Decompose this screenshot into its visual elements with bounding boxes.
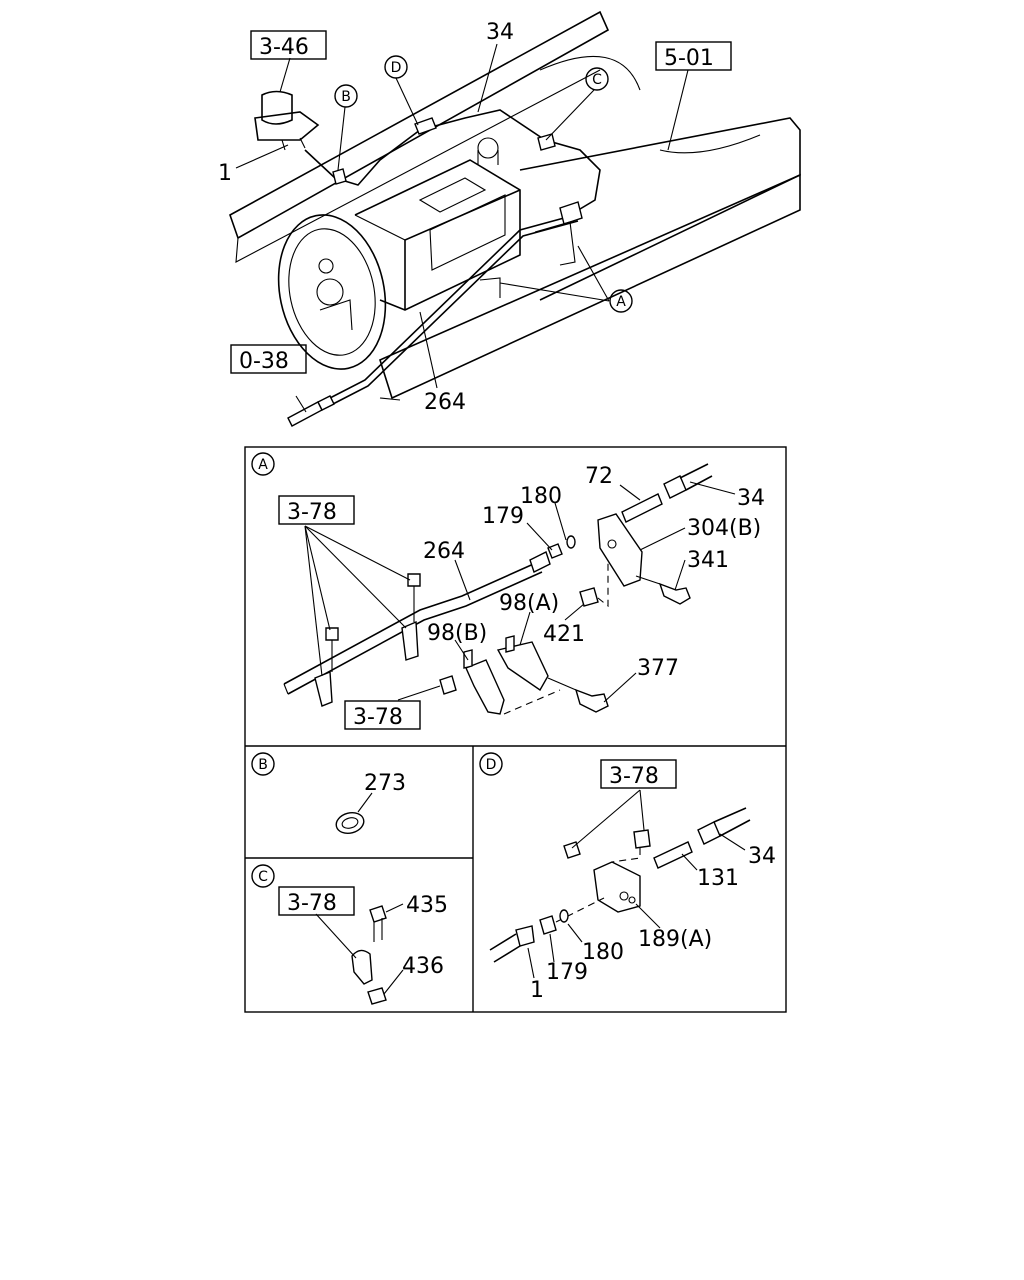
part-435-label: 435 [406, 893, 448, 918]
nut-436 [367, 987, 387, 1005]
detail-c-ref-box[interactable] [278, 886, 355, 916]
detail-a-ref-box-top[interactable] [278, 495, 355, 525]
detail-a-ref-box-bottom[interactable] [344, 700, 421, 730]
detail-frame [244, 446, 787, 1013]
nut-179 [547, 543, 563, 559]
bracket-98a [496, 641, 549, 692]
part-304b-label: 304(B) [687, 516, 761, 541]
nut-bottom [439, 675, 457, 695]
detail-d-ref-label[interactable]: 3-78 [609, 764, 659, 789]
pipe-clip [314, 670, 333, 707]
ref-label-3-46[interactable]: 3-46 [259, 35, 309, 60]
part-189a-label: 189(A) [638, 927, 712, 952]
pipe-clip [351, 949, 373, 985]
connector-72 [621, 493, 663, 523]
detail-c-marker [251, 864, 275, 888]
bolt-377 [574, 688, 609, 713]
detail-b: B 273 [251, 752, 406, 835]
bracket-nut [563, 841, 581, 859]
callout-c-label: C [592, 72, 602, 88]
callout-a-label: A [616, 294, 626, 310]
part-34-label: 34 [737, 486, 765, 511]
ref-box-3-46[interactable] [250, 30, 327, 60]
detail-c-title: C [258, 869, 268, 885]
part-131-label: 131 [697, 866, 739, 891]
fitting-1 [515, 925, 535, 947]
part-1-label: 1 [530, 978, 544, 1003]
callout-a-circle [609, 289, 633, 313]
overview-leaders [235, 43, 689, 413]
detail-a-title: A [258, 457, 268, 473]
part-273-label: 273 [364, 771, 406, 796]
part-377-label: 377 [637, 656, 679, 681]
callout-b-circle [334, 84, 358, 108]
ref-label-0-38[interactable]: 0-38 [239, 349, 289, 374]
part-179-label: 179 [546, 960, 588, 985]
part-436-label: 436 [402, 954, 444, 979]
detail-d: D 3-78 34 131 189(A) [479, 752, 776, 1003]
part-72-label: 72 [585, 464, 613, 489]
grommet-273 [335, 811, 365, 835]
detail-a: A [251, 452, 765, 730]
pipe-clip [401, 620, 419, 661]
bracket-98b [465, 659, 505, 715]
part-180-label: 180 [582, 940, 624, 965]
part-179-label: 179 [482, 504, 524, 529]
ref-label-5-01[interactable]: 5-01 [664, 46, 714, 71]
detail-d-ref-box[interactable] [600, 759, 677, 789]
detail-d-marker [479, 752, 503, 776]
clip-bolt [407, 573, 421, 587]
clip-bolt [325, 627, 339, 641]
part-341-label: 341 [687, 548, 729, 573]
ref-box-0-38[interactable] [230, 344, 307, 374]
bracket-bolt [633, 829, 651, 849]
pipe-34-nut [697, 821, 721, 845]
nut-421 [579, 587, 599, 607]
detail-c-ref-label[interactable]: 3-78 [287, 891, 337, 916]
bolt-341 [658, 582, 691, 605]
part-98a-label: 98(A) [499, 591, 559, 616]
callout-c-circle [585, 67, 609, 91]
part-98b-label: 98(B) [427, 621, 487, 646]
pipe-end-fitting [529, 551, 551, 573]
detail-c: C 3-78 435 436 [251, 864, 448, 1005]
callout-b-label: B [341, 89, 351, 105]
bracket-189a [593, 861, 641, 913]
ref-box-5-01[interactable] [655, 41, 732, 71]
bolt-435 [369, 905, 387, 923]
detail-d-title: D [486, 757, 497, 773]
detail-a-ref-label-top[interactable]: 3-78 [287, 500, 337, 525]
part-34-label: 34 [486, 20, 514, 45]
connector-131 [653, 841, 693, 869]
part-264-label: 264 [424, 390, 466, 415]
washer-180 [566, 535, 576, 549]
washer-180 [559, 909, 569, 923]
callout-d-circle [384, 55, 408, 79]
pipe-264 [283, 561, 539, 685]
detail-a-ref-label-bottom[interactable]: 3-78 [353, 705, 403, 730]
nut-179 [539, 915, 557, 935]
part-1-label: 1 [218, 161, 232, 186]
callout-d-label: D [391, 60, 402, 76]
detail-b-title: B [258, 757, 268, 773]
part-34-label: 34 [748, 844, 776, 869]
bracket-304b [597, 513, 643, 587]
detail-b-marker [251, 752, 275, 776]
detail-a-marker [251, 452, 275, 476]
overview-illustration [229, 10, 801, 427]
part-421-label: 421 [543, 622, 585, 647]
part-264-label: 264 [423, 539, 465, 564]
pipe-34-nut [663, 475, 687, 499]
part-180-label: 180 [520, 484, 562, 509]
